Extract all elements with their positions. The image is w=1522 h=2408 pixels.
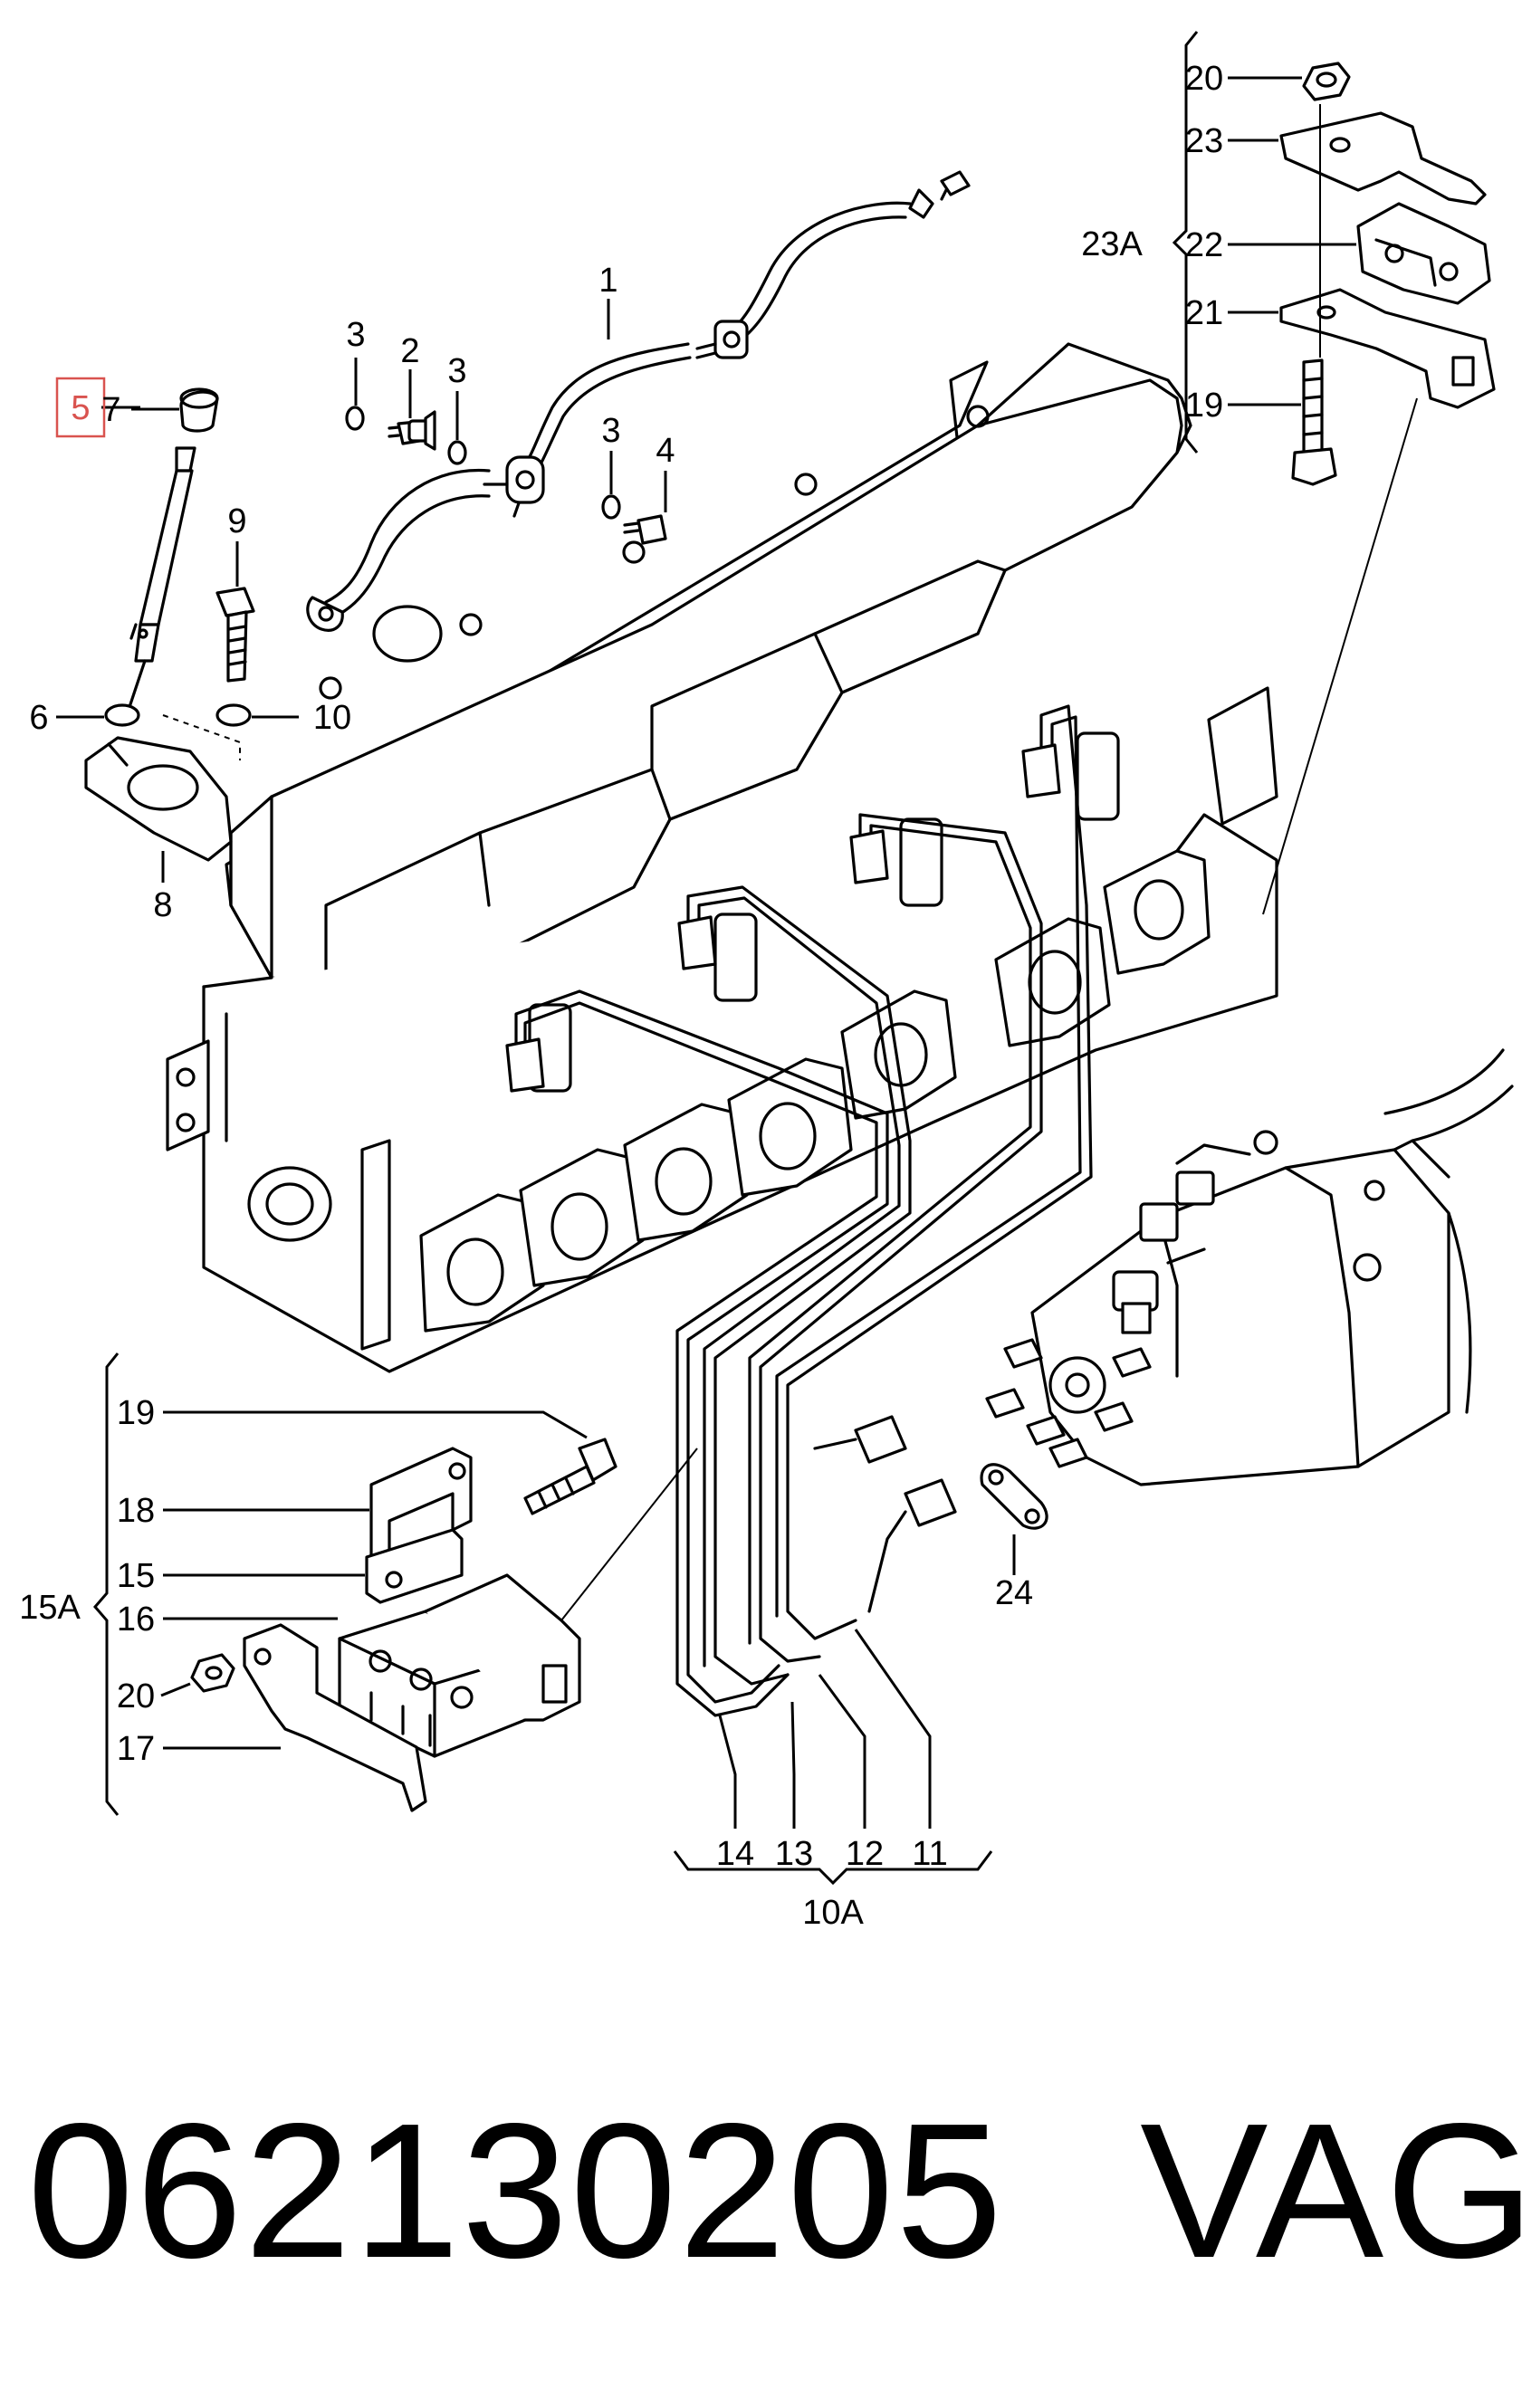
part-number-caption: 062130205 VAG [27, 2083, 1522, 2298]
delivery-valves [985, 1338, 1152, 1468]
group-10A: 10A [802, 1894, 864, 1932]
callout-labels: 1 2 3 3 3 4 5 6 7 8 9 10 11 12 13 14 10A… [19, 60, 1223, 1932]
part-number: 062130205 [27, 2083, 1005, 2298]
highlight-box-5 [55, 377, 106, 438]
part-7-cap [179, 387, 219, 433]
callout-8: 8 [153, 886, 172, 924]
callout-3c: 3 [601, 412, 620, 450]
bracket-group-15A [190, 1438, 617, 1812]
part-8-clamp [84, 736, 233, 862]
callout-18: 18 [117, 1492, 155, 1530]
callout-20b: 20 [117, 1677, 155, 1715]
callout-10: 10 [313, 699, 351, 737]
leader-lines [56, 31, 1356, 1886]
callout-12: 12 [846, 1835, 884, 1873]
hollow-bolt-2 [388, 410, 436, 451]
callout-16: 16 [117, 1601, 155, 1639]
callout-23: 23 [1185, 122, 1223, 160]
callout-19b: 19 [117, 1394, 155, 1432]
bracket-group-23A [1279, 62, 1496, 486]
group-23A: 23A [1081, 225, 1143, 263]
part-6-washer [104, 703, 140, 727]
brand-name: VAG [1140, 2083, 1522, 2298]
callout-4: 4 [656, 432, 675, 470]
washer-3 [345, 406, 621, 520]
callout-19a: 19 [1185, 387, 1223, 425]
leader-23A-to-head [1262, 397, 1418, 915]
callout-11: 11 [912, 1835, 947, 1873]
callout-13: 13 [775, 1835, 813, 1873]
group-15A: 15A [19, 1589, 81, 1627]
callout-20a: 20 [1185, 60, 1223, 98]
manifold-ports [419, 849, 1211, 1333]
callout-15: 15 [117, 1557, 155, 1595]
callout-9: 9 [227, 502, 246, 540]
callout-24: 24 [995, 1574, 1033, 1612]
callout-1: 1 [598, 262, 617, 300]
part-10-washer [215, 703, 252, 727]
callout-21: 21 [1185, 294, 1223, 332]
callout-17: 17 [117, 1730, 155, 1768]
part-5-injector [125, 446, 196, 717]
callout-14: 14 [716, 1835, 754, 1873]
cylinder-head-block [166, 686, 1278, 1373]
callout-3b: 3 [447, 352, 466, 390]
bolt-4 [623, 514, 667, 545]
injection-pipes [505, 704, 1093, 1717]
callout-6: 6 [29, 699, 48, 737]
leader-15A-to-pipes [560, 1448, 698, 1621]
callout-7: 7 [101, 391, 120, 429]
callout-22: 22 [1185, 226, 1223, 264]
injection-pump [985, 1048, 1514, 1486]
gasket-24 [980, 1463, 1048, 1530]
part-9-bolt [215, 587, 255, 683]
callout-3a: 3 [346, 316, 365, 354]
leak-off-hose [306, 170, 971, 632]
callout-5: 5 [71, 389, 90, 427]
callout-2: 2 [400, 332, 419, 370]
